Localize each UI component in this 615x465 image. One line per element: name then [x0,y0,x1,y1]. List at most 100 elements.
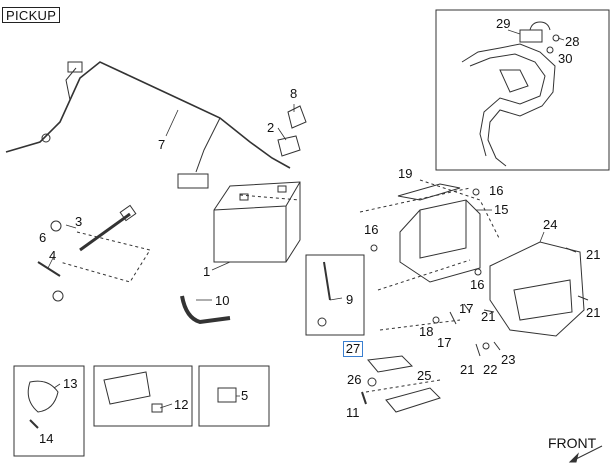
part-number-22: 22 [483,362,498,377]
wiring-harness-7 [5,61,291,169]
part-29-wire [529,21,551,31]
leader-line [159,403,173,409]
front-label: FRONT [548,435,597,451]
harness-connector [177,173,209,189]
leader-line [165,109,179,137]
fastener [482,342,490,350]
leader-line [277,127,287,141]
fastener [483,309,495,313]
part-11-screw [361,391,367,405]
battery-1-top [213,181,301,211]
highlighted-part-27[interactable]: 27 [343,341,363,357]
front-arrow-head [568,452,579,463]
part-14-screw [29,419,39,429]
wiring-harness-7-branch [195,117,221,173]
fastener [577,295,589,301]
part-number-3: 3 [75,214,83,229]
part-3-rod [79,212,131,252]
frame-bracket [499,69,529,93]
part-number-23: 23 [501,352,516,367]
part-number-16-left: 16 [364,222,379,237]
part-27-shape [367,355,414,373]
part-number-16-lower: 16 [470,277,485,292]
part-number-6: 6 [39,230,47,245]
part-3-head [119,204,137,222]
part-number-10: 10 [215,293,230,308]
part-12-shape [151,403,163,413]
part-25-bracket [385,387,441,413]
part-10-hose [180,295,231,325]
frame-tube-inner [469,53,546,157]
part-8-shape [287,105,307,129]
part-number-21-bottom: 21 [460,362,475,377]
leader-dashed [59,231,151,283]
part-26-shape [367,377,377,387]
battery-tray-15 [399,199,481,283]
leader-line [329,297,343,301]
part-number-28: 28 [565,34,580,49]
fastener [565,247,577,253]
leader-line [557,37,565,41]
leader-line [211,261,231,271]
leader-dashed [359,187,471,213]
part-number-21-mid: 21 [481,309,496,324]
part-number-21-far: 21 [586,305,601,320]
part-number-26: 26 [347,372,362,387]
harness-connector [67,61,83,73]
box-switch [93,365,193,427]
leader-line [539,231,545,243]
part-number-8: 8 [290,86,298,101]
part-number-1: 1 [203,264,211,279]
battery-tray-15-inner [419,200,467,259]
leader-line [53,383,61,389]
frame-tube [461,43,556,167]
part-number-25: 25 [417,368,432,383]
battery-1-body [213,181,301,263]
cover-24 [489,241,585,337]
page-title: PICKUP [2,7,61,23]
part-number-12: 12 [174,397,189,412]
part-number-19: 19 [398,166,413,181]
leader-line [507,29,521,35]
fastener [432,316,440,324]
part-2-cap [277,135,301,157]
part-4-ring [52,290,64,302]
part-9-sensor [323,261,331,301]
part-4-rod [37,261,61,277]
fastener [474,268,482,276]
part-number-9: 9 [346,292,354,307]
part-number-17-upper: 17 [459,301,474,316]
part-30-shape [546,46,554,54]
part-number-5: 5 [241,388,249,403]
leader-dashed [377,259,471,291]
switch-assembly [103,371,151,405]
battery-terminal [277,185,287,193]
part-number-15: 15 [494,202,509,217]
part-number-21-right: 21 [586,247,601,262]
part-number-4: 4 [49,248,57,263]
part-number-30: 30 [558,51,573,66]
part-number-24: 24 [543,217,558,232]
harness-clip [41,133,51,143]
part-29-shape [519,29,543,43]
box-horn [13,365,85,457]
part-6-shape [50,220,62,232]
fastener [493,341,501,351]
inset-frame-frame-assembly [435,9,610,171]
part-5-relay [217,387,237,403]
fastener [472,188,480,196]
part-number-2: 2 [267,120,275,135]
leader-line [47,255,55,269]
fastener [475,343,481,357]
part-number-16-upper: 16 [489,183,504,198]
part-19-bracket [397,183,461,201]
part-number-29: 29 [496,16,511,31]
part-number-18: 18 [419,324,434,339]
leader-dashed [379,319,461,331]
leader-dashed [365,379,441,393]
part-9-bolt [317,317,327,327]
fastener [449,311,457,325]
wiring-harness-7-branch [65,67,77,101]
part-number-17-lower: 17 [437,335,452,350]
